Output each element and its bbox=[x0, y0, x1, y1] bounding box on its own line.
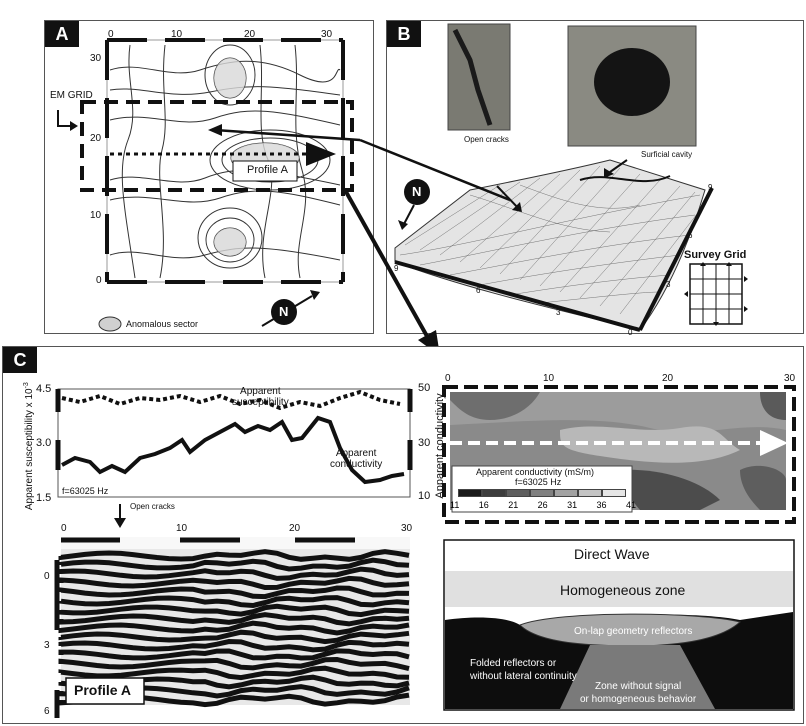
map-x-tick: 10 bbox=[543, 373, 555, 384]
susceptibility-axis-label-text: Apparent susceptibility x 10 bbox=[24, 388, 36, 511]
gpr-reflector bbox=[58, 566, 410, 581]
legend-swatch bbox=[458, 489, 482, 497]
onlap-label: On-lap geometry reflectors bbox=[574, 626, 693, 637]
panel-a-x-tick: 10 bbox=[171, 29, 183, 40]
homogeneous-zone-label: Homogeneous zone bbox=[560, 582, 686, 598]
susceptibility-series-label: Apparent susceptibility bbox=[232, 386, 289, 408]
folded-reflectors-label: Folded reflectors or without lateral con… bbox=[470, 658, 577, 682]
right-tick: 50 bbox=[418, 382, 431, 394]
legend-value: 21 bbox=[508, 500, 519, 510]
panel-a-tag: A bbox=[45, 21, 79, 47]
gpr-y-tick: 3 bbox=[44, 640, 50, 651]
gpr-reflector bbox=[58, 549, 410, 562]
photo-open-cracks-caption: Open cracks bbox=[464, 135, 509, 144]
gpr-reflector bbox=[58, 620, 410, 636]
surface-axis-tick: 9 bbox=[708, 183, 713, 192]
panel-b-north-label: N bbox=[412, 184, 422, 199]
gpr-y-tick: 0 bbox=[44, 571, 50, 582]
surface-axis-tick: 6 bbox=[476, 286, 481, 295]
surface-axis-tick: 9 bbox=[394, 264, 399, 273]
legend-value: 41 bbox=[625, 500, 636, 510]
survey-grid-label: Survey Grid bbox=[684, 249, 747, 261]
legend-value: 16 bbox=[478, 500, 489, 510]
legend-swatch bbox=[482, 489, 506, 497]
conductivity-legend-ramp bbox=[458, 489, 626, 497]
gpr-reflector bbox=[58, 595, 410, 609]
gpr-x-tick: 30 bbox=[401, 523, 413, 534]
legend-swatch bbox=[602, 489, 626, 497]
panel-b-tag: B bbox=[387, 21, 421, 47]
legend-title: Apparent conductivity (mS/m) bbox=[476, 467, 595, 477]
panel-a-y-tick: 30 bbox=[90, 53, 102, 64]
surface-axis-tick: 6 bbox=[688, 231, 693, 240]
map-x-tick: 0 bbox=[445, 373, 451, 384]
legend-swatch bbox=[578, 489, 602, 497]
legend-value: 26 bbox=[537, 500, 548, 510]
conductivity-series-label: Apparent conductivity bbox=[330, 448, 383, 470]
gpr-x-tick: 20 bbox=[289, 523, 301, 534]
north-label: N bbox=[279, 304, 289, 319]
right-tick: 10 bbox=[418, 490, 431, 502]
legend-swatch bbox=[554, 489, 578, 497]
gpr-reflector bbox=[58, 612, 410, 627]
gpr-profile-label: Profile A bbox=[74, 682, 132, 698]
surface-axis-tick: 3 bbox=[556, 308, 561, 317]
photo-surficial-cavity-caption: Surficial cavity bbox=[641, 150, 693, 159]
panel-a-x-tick: 30 bbox=[321, 29, 333, 40]
legend-value: 36 bbox=[596, 500, 607, 510]
no-signal-label: Zone without signal or homogeneous behav… bbox=[580, 681, 697, 705]
gpr-y-tick: 6 bbox=[44, 706, 50, 717]
gpr-reflector bbox=[58, 557, 410, 572]
legend-frequency: f=63025 Hz bbox=[515, 477, 562, 487]
legend-swatch bbox=[530, 489, 554, 497]
gpr-reflector bbox=[58, 665, 410, 681]
left-tick: 1.5 bbox=[36, 492, 52, 504]
profile-a-label: Profile A bbox=[247, 164, 288, 176]
surface-axis-tick: 3 bbox=[666, 280, 671, 289]
panel-a-x-tick: 20 bbox=[244, 29, 256, 40]
gpr-reflector bbox=[58, 585, 410, 600]
right-tick: 30 bbox=[418, 437, 431, 449]
em-grid-label: EM GRID bbox=[50, 90, 93, 101]
panel-a-y-tick: 20 bbox=[90, 133, 102, 144]
gpr-x-tick: 10 bbox=[176, 523, 188, 534]
map-x-tick: 20 bbox=[662, 373, 674, 384]
panel-c-tag: C bbox=[3, 347, 37, 373]
direct-wave-label: Direct Wave bbox=[574, 546, 650, 562]
legend-value: 31 bbox=[567, 500, 578, 510]
susceptibility-axis-label: Apparent susceptibility x 10-3 bbox=[23, 371, 35, 521]
anomalous-sector-label: Anomalous sector bbox=[126, 319, 199, 329]
open-cracks-label: Open cracks bbox=[130, 502, 175, 511]
gpr-reflector bbox=[58, 603, 410, 618]
panel-a-x-tick: 0 bbox=[108, 29, 114, 40]
panel-a-y-tick: 10 bbox=[90, 210, 102, 221]
legend-value: 11 bbox=[450, 500, 460, 510]
gpr-reflector bbox=[58, 648, 410, 661]
gpr-x-tick: 0 bbox=[61, 523, 67, 534]
conductivity-legend-values: 11 16 21 26 31 36 41 bbox=[450, 500, 636, 510]
panel-a-y-tick: 0 bbox=[96, 275, 102, 286]
gpr-reflector bbox=[58, 656, 410, 672]
map-x-tick: 30 bbox=[784, 373, 796, 384]
gpr-reflector bbox=[58, 629, 410, 645]
gpr-reflector bbox=[58, 575, 410, 591]
legend-swatch bbox=[506, 489, 530, 497]
left-tick: 3.0 bbox=[36, 437, 52, 449]
line-chart-frequency: f=63025 Hz bbox=[62, 486, 109, 496]
conductivity-axis-label: Apparent conductivity bbox=[434, 393, 446, 499]
susceptibility-axis-exp: -3 bbox=[22, 382, 30, 389]
left-tick: 4.5 bbox=[36, 383, 52, 395]
surface-axis-tick: 0 bbox=[628, 328, 633, 337]
gpr-reflector bbox=[58, 638, 410, 653]
